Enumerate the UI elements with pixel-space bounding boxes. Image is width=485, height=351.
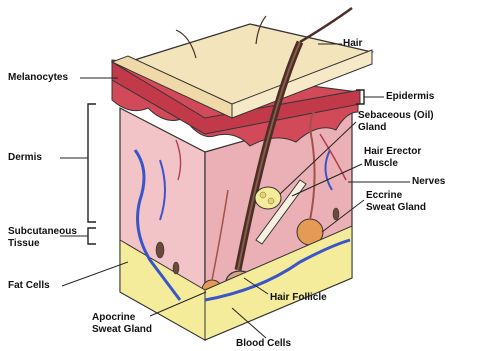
nerve-ending	[156, 242, 164, 258]
leader-line-fat-cells	[62, 262, 128, 286]
sebaceous-cell	[268, 198, 274, 204]
label-blood-cells: Blood Cells	[236, 338, 291, 350]
sebaceous-gland	[255, 187, 281, 209]
label-hair-erector-muscle: Hair Erector Muscle	[364, 146, 421, 170]
subcutaneous-bracket	[88, 228, 96, 244]
sebaceous-cell	[260, 192, 266, 198]
label-epidermis: Epidermis	[386, 91, 434, 103]
label-eccrine-sweat-gland: Eccrine Sweat Gland	[366, 190, 426, 214]
label-nerves: Nerves	[412, 176, 445, 188]
label-apocrine-sweat-gland: Apocrine Sweat Gland	[92, 312, 152, 336]
label-fat-cells: Fat Cells	[8, 280, 50, 292]
nerve-ending	[173, 262, 179, 274]
label-sebaceous-gland: Sebaceous (Oil) Gland	[358, 110, 434, 134]
label-dermis: Dermis	[8, 152, 42, 164]
label-hair: Hair	[343, 38, 362, 50]
label-subcutaneous-tissue: Subcutaneous Tissue	[8, 226, 77, 250]
label-hair-follicle: Hair Follicle	[270, 292, 327, 304]
nerve-ending	[333, 208, 339, 220]
main-hair-shaft	[300, 8, 352, 42]
label-melanocytes: Melanocytes	[8, 72, 68, 84]
dermis-bracket	[88, 104, 96, 222]
